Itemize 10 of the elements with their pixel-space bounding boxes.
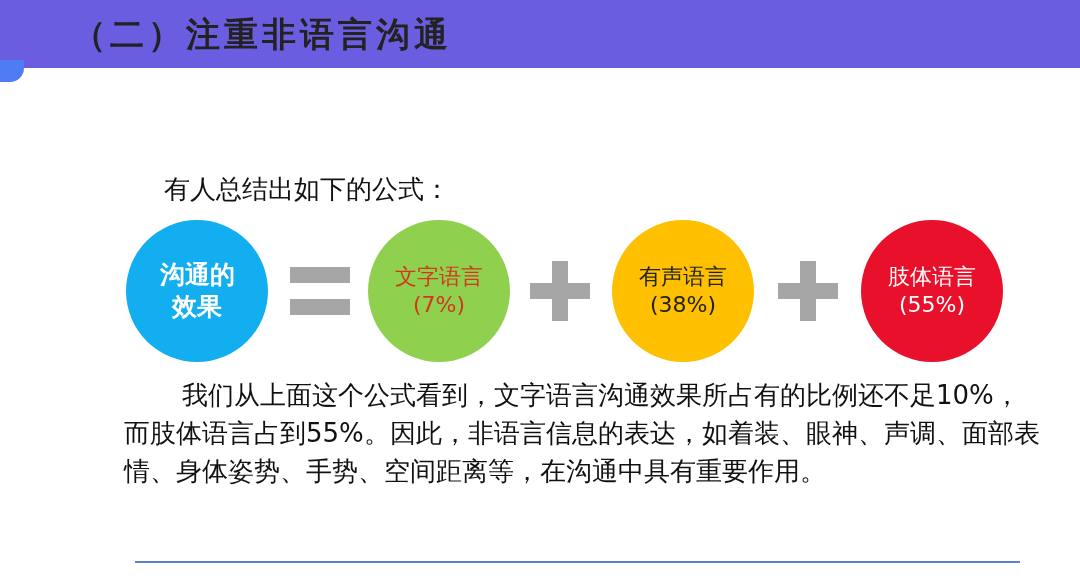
- percent-label: (55%): [898, 291, 966, 319]
- intro-text: 有人总结出如下的公式：: [164, 173, 450, 206]
- percent-label: (7%): [412, 291, 466, 319]
- node-label: 有声语言: [639, 263, 727, 291]
- node-label: 肢体语言: [888, 263, 976, 291]
- slide-title: （二）注重非语言沟通: [72, 14, 452, 54]
- body-paragraph: 我们从上面这个公式看到，文字语言沟通效果所占有的比例还不足10%，而肢体语言占到55%。因此，非语言信息的表达，如着装、眼神、声调、面部表情、身体姿势、手势、空间距离等，在沟通中具有重要作用。: [124, 379, 1041, 488]
- node-label: 文字语言: [395, 263, 483, 291]
- node-label: 沟通的效果: [158, 259, 236, 323]
- percent-label: (38%): [649, 291, 717, 319]
